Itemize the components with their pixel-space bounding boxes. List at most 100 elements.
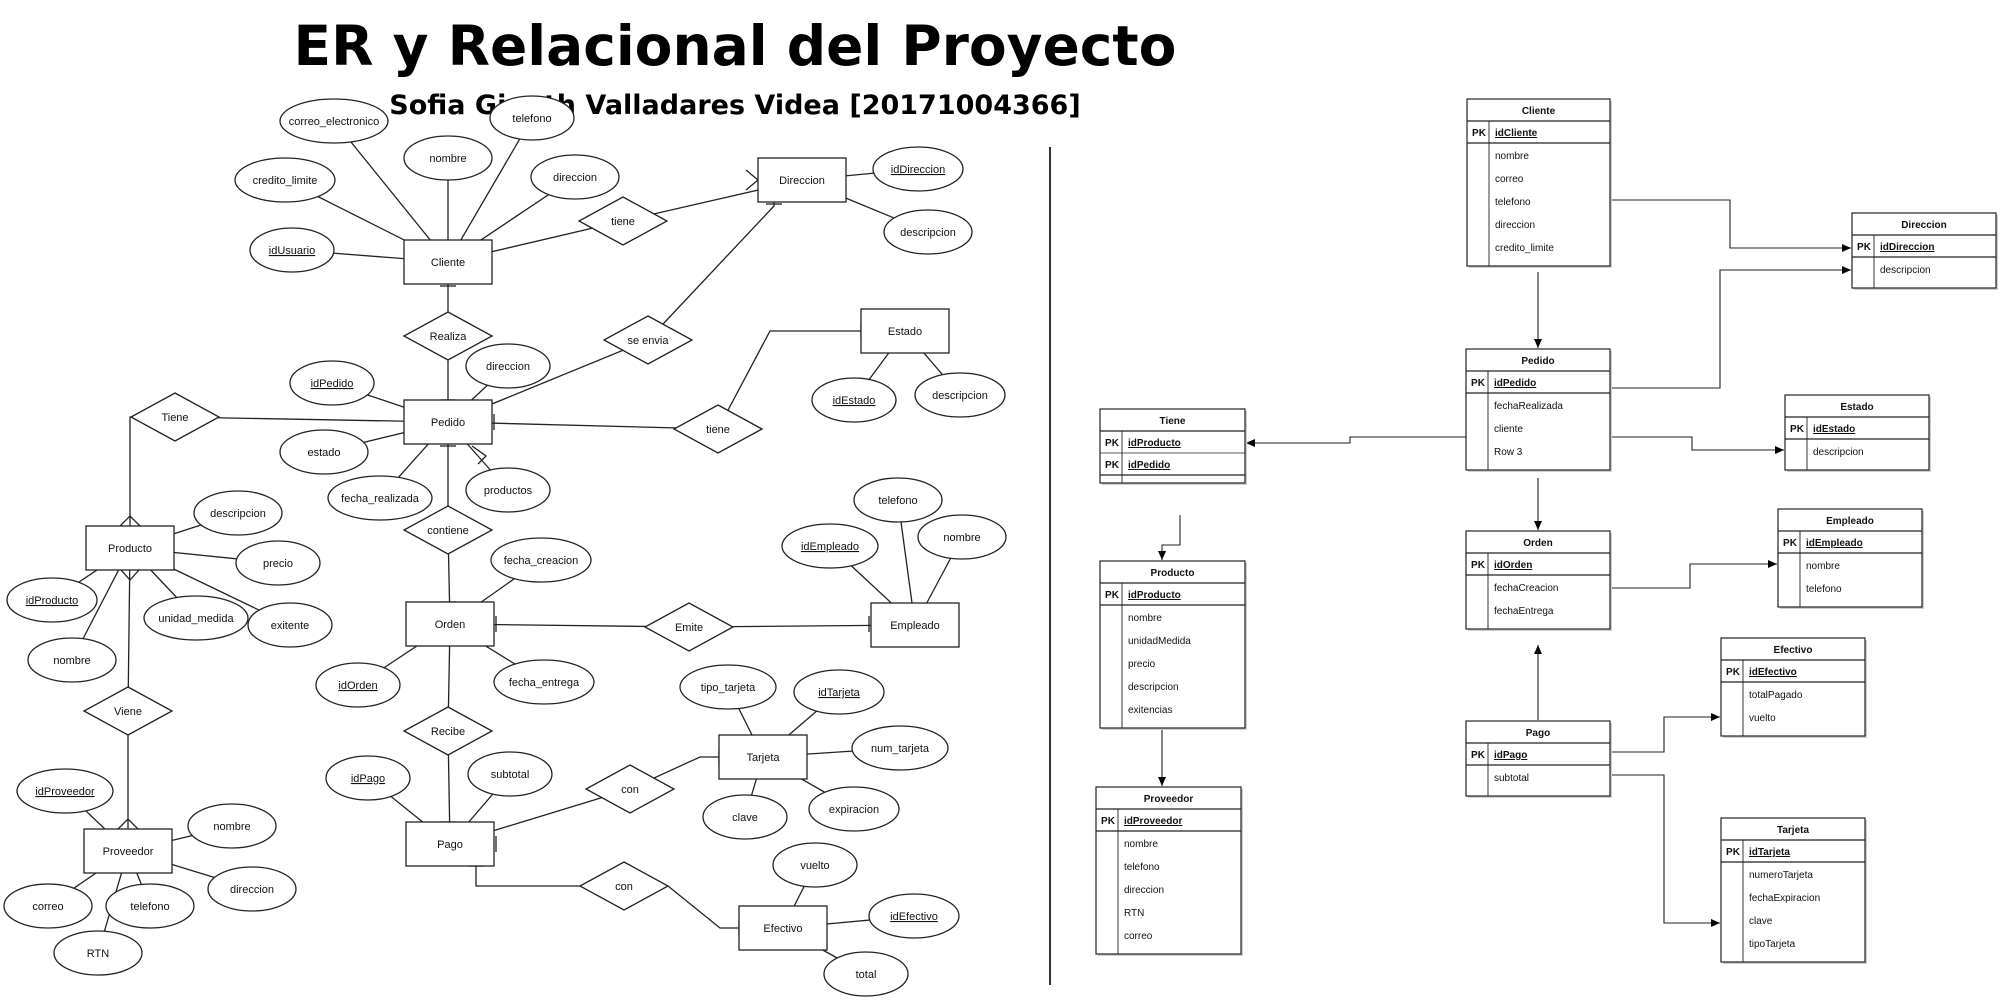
table-frame — [1466, 98, 1611, 267]
attribute-telefono: telefono — [105, 883, 195, 929]
attribute-ellipse — [325, 755, 411, 801]
key-attribute-label: idOrden — [338, 680, 377, 692]
attribute-precio: precio — [235, 540, 321, 586]
entity-label: Pago — [437, 839, 463, 851]
primary-key-field: idCliente — [1495, 128, 1538, 139]
table-field: descripcion — [1880, 265, 1931, 276]
table-field: totalPagado — [1749, 690, 1803, 701]
entity-orden: Orden — [405, 601, 495, 647]
entity-label: Tarjeta — [746, 752, 780, 764]
pk-marker: PK — [1783, 538, 1798, 549]
crows-foot — [471, 445, 488, 465]
attribute-label: clave — [732, 812, 758, 824]
attribute-ellipse — [6, 577, 98, 623]
attribute-idpago: idPago — [325, 755, 411, 801]
table-name: Direccion — [1901, 220, 1947, 231]
relationship-viene: Viene — [82, 686, 174, 736]
attribute-ellipse — [914, 372, 1006, 418]
attribute-ellipse — [279, 98, 389, 144]
attribute-direccion: direccion — [530, 154, 620, 200]
relationship-diamond — [602, 315, 694, 365]
attribute-ellipse — [853, 477, 943, 523]
crows-foot — [119, 515, 141, 527]
attribute-ellipse — [16, 768, 114, 814]
fk-arrow — [1610, 199, 1851, 252]
table-field: precio — [1128, 659, 1156, 670]
attribute-iddireccion: idDireccion — [872, 146, 964, 192]
attribute-ellipse — [702, 794, 788, 840]
relationship-diamond — [402, 311, 494, 361]
attribute-descripcion: descripcion — [914, 372, 1006, 418]
attribute-ellipse — [249, 227, 335, 273]
relational-connectors — [1158, 199, 1851, 927]
attribute-ellipse — [315, 662, 401, 708]
attribute-idorden: idOrden — [315, 662, 401, 708]
attribute-ellipse — [235, 540, 321, 586]
table-name: Tarjeta — [1777, 825, 1809, 836]
attribute-ellipse — [289, 360, 375, 406]
entity-box — [403, 239, 493, 285]
table-field: nombre — [1806, 561, 1840, 572]
relationship-contiene: contiene — [402, 505, 494, 555]
table-field: exitencias — [1128, 705, 1172, 716]
entity-label: Cliente — [431, 257, 465, 269]
table-field: telefono — [1124, 862, 1160, 873]
attribute-label: telefono — [878, 495, 917, 507]
key-attribute-label: idEmpleado — [801, 541, 859, 553]
attribute-label: nombre — [429, 153, 466, 165]
entity-box — [860, 308, 950, 354]
attribute-label: descripcion — [210, 508, 266, 520]
entity-box — [83, 828, 173, 874]
key-attribute-label: idProducto — [26, 595, 79, 607]
primary-key-field: idPago — [1494, 750, 1527, 761]
attribute-vuelto: vuelto — [772, 842, 858, 888]
attribute-fecha-realizada: fecha_realizada — [327, 475, 433, 521]
attribute-expiracion: expiracion — [808, 786, 900, 832]
key-attribute-label: idPago — [351, 773, 385, 785]
attribute-label: tipo_tarjeta — [701, 682, 756, 694]
entity-box — [403, 399, 493, 445]
pk-marker: PK — [1472, 128, 1487, 139]
table-frame — [1099, 408, 1246, 484]
relationship-emite: Emite — [643, 602, 735, 652]
pk-marker: PK — [1105, 590, 1120, 601]
primary-key-field: idPedido — [1494, 378, 1536, 389]
attribute-label: descripcion — [900, 227, 956, 239]
attribute-ellipse — [872, 146, 964, 192]
table-field: RTN — [1124, 908, 1144, 919]
table-field: fechaEntrega — [1494, 606, 1554, 617]
fk-arrow — [1610, 774, 1720, 927]
primary-key-field: idDireccion — [1880, 242, 1934, 253]
relationship-connector — [717, 330, 861, 430]
attribute-nombre: nombre — [27, 637, 117, 683]
attribute-nombre: nombre — [187, 803, 277, 849]
table-name: Tiene — [1160, 416, 1186, 427]
pk-marker: PK — [1857, 242, 1872, 253]
table-name: Producto — [1151, 568, 1195, 579]
relationship-con: con — [578, 861, 670, 911]
attribute-idpedido: idPedido — [289, 360, 375, 406]
table-field: nombre — [1124, 839, 1158, 850]
entity-pedido: Pedido — [403, 399, 493, 445]
table-field: telefono — [1806, 584, 1842, 595]
attribute-label: fecha_creacion — [504, 555, 579, 567]
attribute-ellipse — [811, 377, 897, 423]
table-field: direccion — [1124, 885, 1164, 896]
key-attribute-label: idDireccion — [891, 164, 945, 176]
attribute-nombre: nombre — [403, 135, 493, 181]
relationship-label: Recibe — [431, 726, 465, 738]
attribute-label: productos — [484, 485, 533, 497]
fk-arrow — [1610, 266, 1851, 389]
fk-arrow — [1610, 436, 1784, 454]
relationship-label: Realiza — [430, 331, 468, 343]
attribute-ellipse — [793, 669, 885, 715]
primary-key-field: idOrden — [1494, 560, 1532, 571]
table-name: Proveedor — [1144, 794, 1194, 805]
